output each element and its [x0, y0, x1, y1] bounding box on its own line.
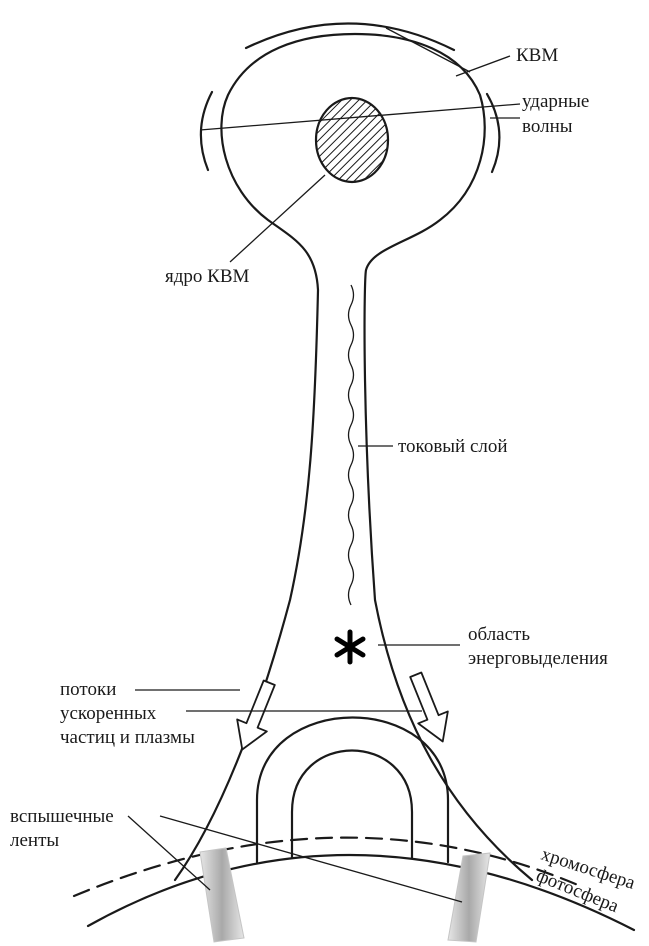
- flare-loop-inner: [292, 751, 412, 859]
- shock-wave-left: [201, 92, 212, 170]
- label-flows-line1: потоки: [60, 679, 116, 700]
- label-cme: КВМ: [516, 45, 558, 66]
- label-flows-line2: ускоренных: [60, 703, 157, 724]
- label-cme-core: ядро КВМ: [165, 266, 250, 287]
- label-energy-line1: область: [468, 624, 530, 645]
- flare-loop-outer: [257, 718, 448, 863]
- label-current-sheet: токовый слой: [398, 436, 508, 457]
- flow-arrow-right: [401, 669, 458, 748]
- label-shock-line2: волны: [522, 116, 573, 137]
- label-ribbons-line2: ленты: [10, 830, 59, 851]
- leader-cme: [386, 28, 470, 72]
- flow-arrow-left: [227, 677, 284, 756]
- leader-cme-2: [456, 56, 510, 76]
- shock-wave-top: [246, 23, 454, 50]
- label-shock-line1: ударные: [522, 91, 589, 112]
- label-flows-line3: частиц и плазмы: [60, 727, 195, 748]
- cme-core: [316, 98, 388, 182]
- leader-cme-core: [230, 175, 325, 262]
- current-sheet: [349, 285, 354, 605]
- label-energy-line2: энерговыделения: [468, 648, 608, 669]
- energy-release-asterisk: [337, 632, 363, 662]
- chromosphere-arc: [74, 838, 578, 896]
- label-ribbons-line1: вспышечные: [10, 806, 114, 827]
- flare-ribbon-left: [200, 848, 244, 942]
